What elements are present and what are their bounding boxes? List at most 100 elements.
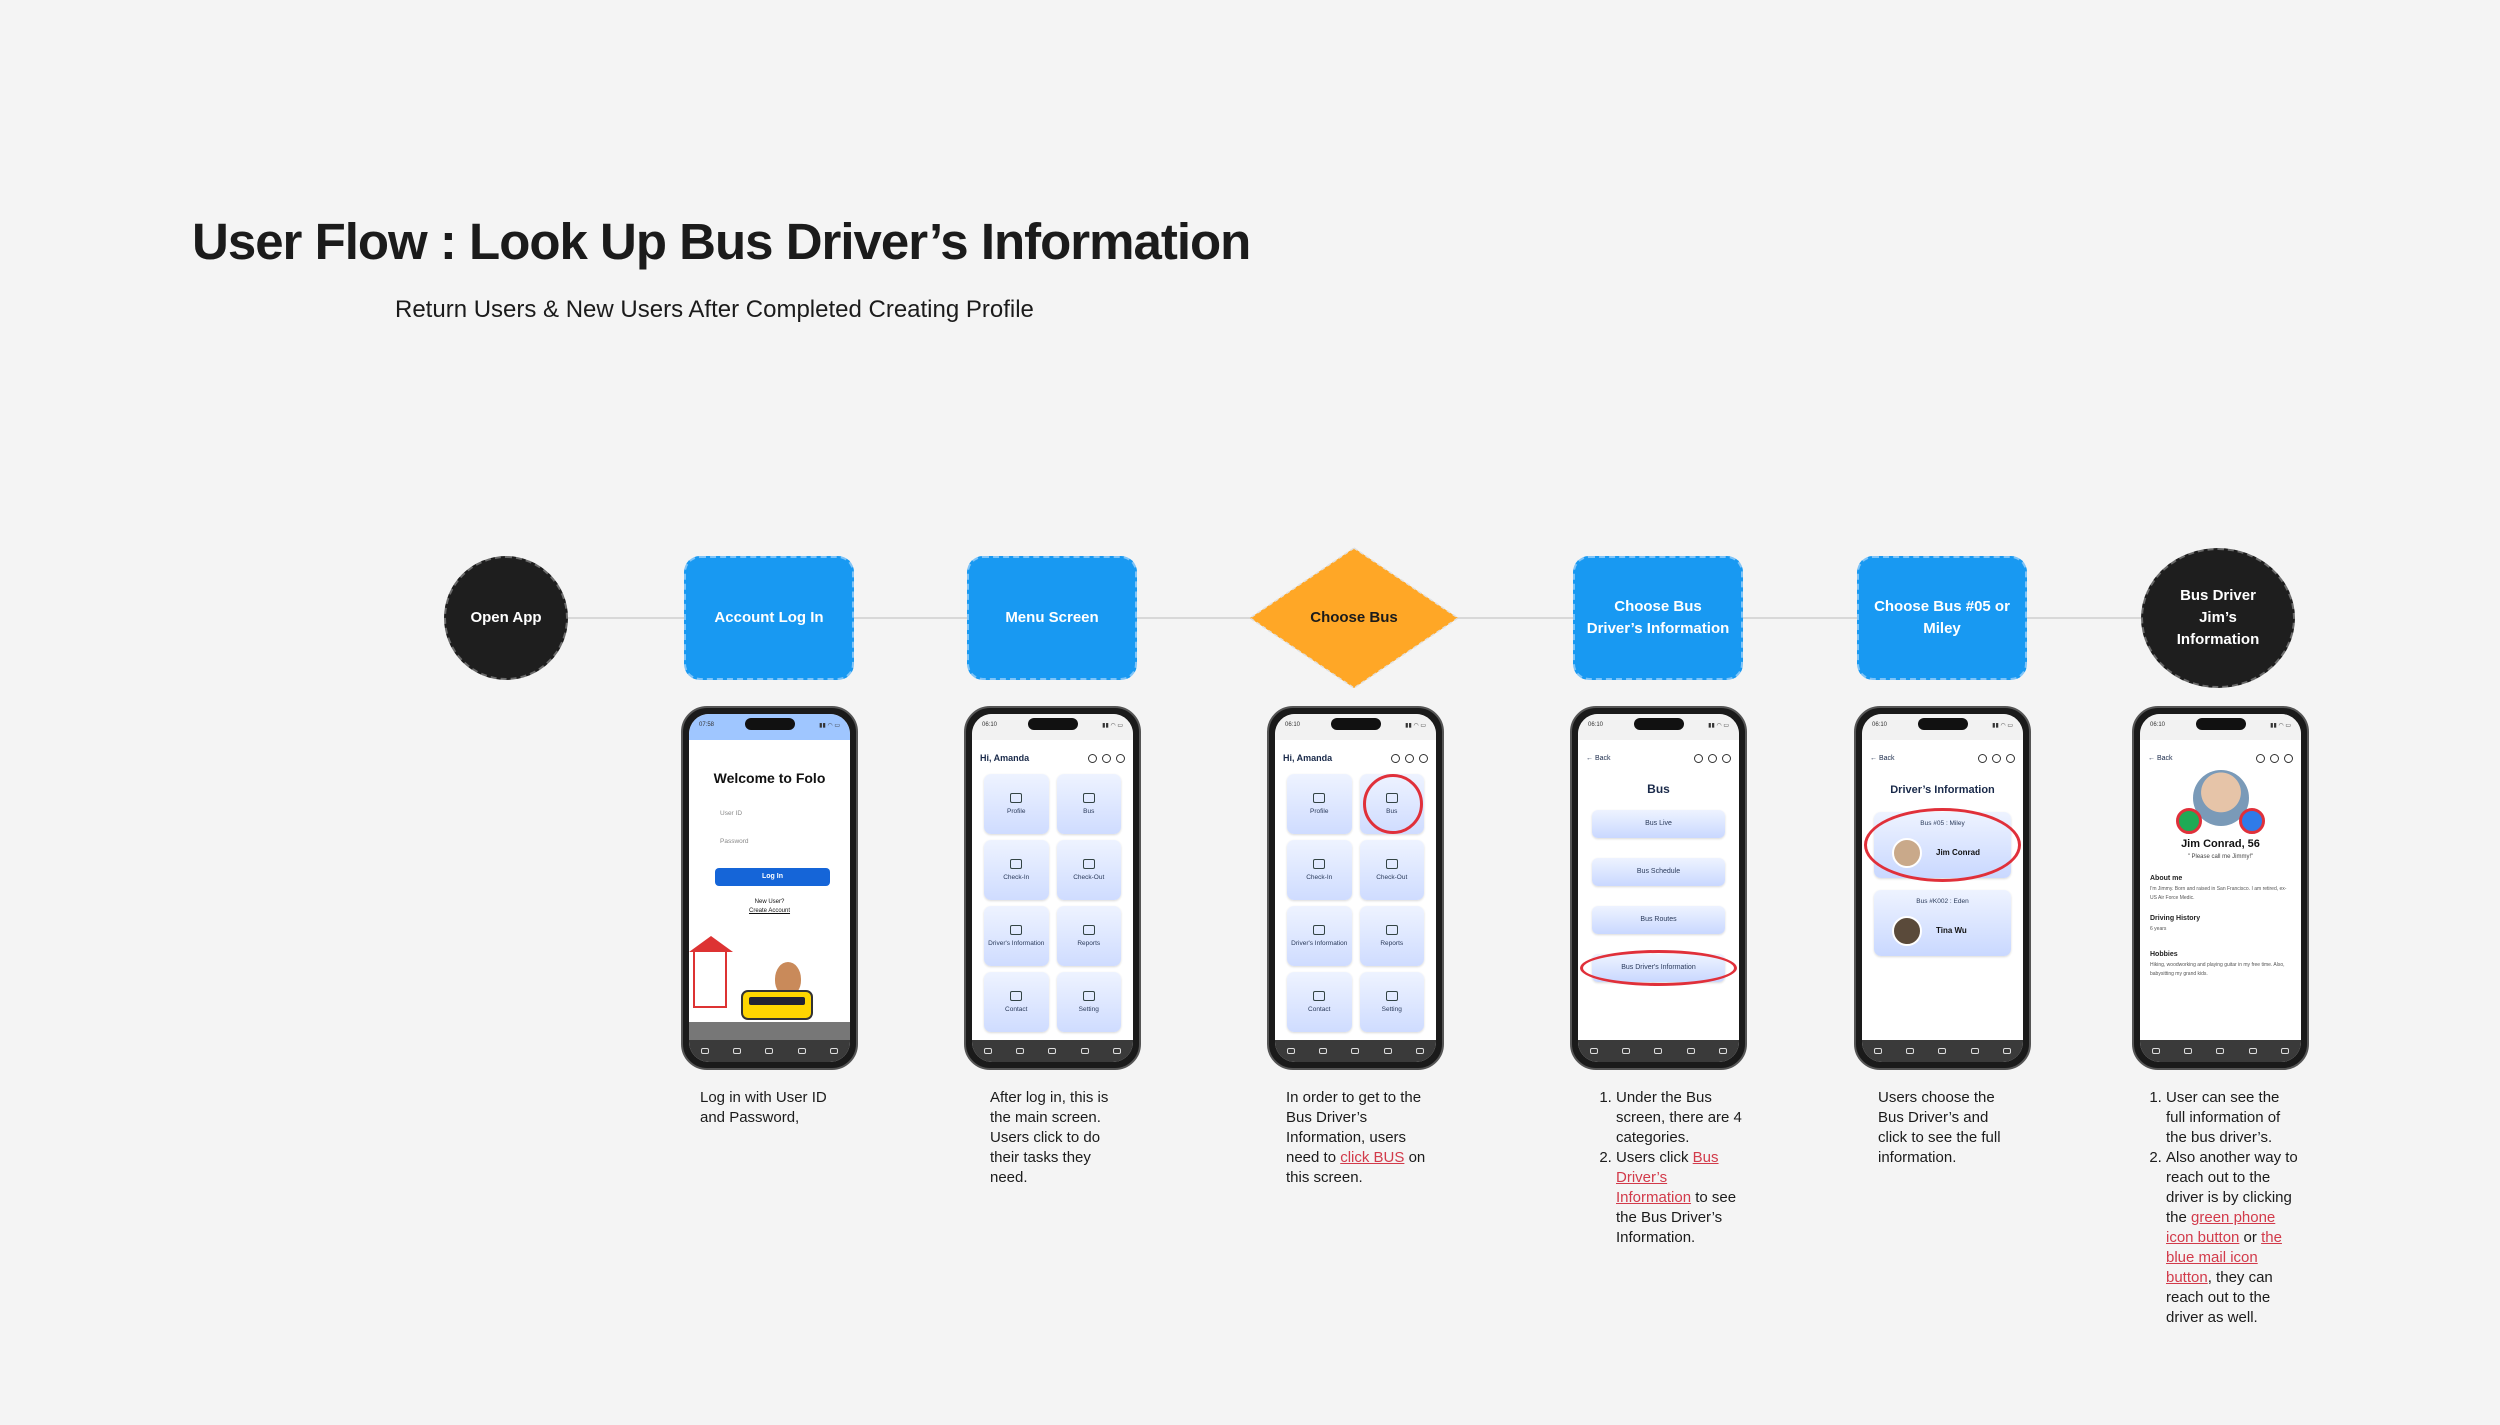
description-text: Users click [1616,1149,1693,1166]
schedule-tab-icon[interactable] [2002,1048,2011,1054]
user-icon[interactable] [1088,753,1097,763]
live-map-tab-icon[interactable] [1351,1048,1360,1054]
profile-tab-icon[interactable] [701,1048,710,1054]
bus-info-tab-icon[interactable] [1016,1048,1025,1054]
app-bar: Hi, Amanda [1283,750,1428,766]
driver-name: Jim Conrad, 56 [2181,838,2260,850]
signal-icon: ▮▮ ◠ ▭ [1102,723,1123,729]
schedule-tab-icon[interactable] [2280,1048,2289,1054]
tile-drivers-info[interactable]: Driver's Information [1287,906,1352,966]
green-phone-icon-button[interactable] [2176,808,2202,834]
shield-icon [1313,924,1326,935]
flow-node-label: Menu Screen [1005,609,1099,627]
tile-contact[interactable]: Contact [984,972,1049,1032]
tile-setting[interactable]: Setting [1359,972,1424,1032]
back-button[interactable]: ← Back [2148,754,2173,762]
bus-schedule-button[interactable]: Bus Schedule [1592,858,1725,886]
message-tab-icon[interactable] [1686,1048,1695,1054]
status-time: 07:58 [699,722,715,728]
tile-label: Check-In [1003,873,1030,881]
driver-card-tina[interactable]: Bus #K002 : Eden Tina Wu [1874,890,2011,956]
tile-label: Contact [1308,1005,1331,1013]
schedule-tab-icon[interactable] [829,1048,838,1054]
tile-contact[interactable]: Contact [1287,972,1352,1032]
settings-icon[interactable] [1116,753,1125,763]
user-icon[interactable] [1694,753,1703,763]
live-map-tab-icon[interactable] [1654,1048,1663,1054]
status-time: 06:10 [1285,722,1301,728]
tile-check-in[interactable]: Check-In [984,840,1049,900]
bus-info-tab-icon[interactable] [1622,1048,1631,1054]
live-map-tab-icon[interactable] [765,1048,774,1054]
tile-check-in[interactable]: Check-In [1287,840,1352,900]
flow-node-choose-bus: Choose Bus [1248,546,1460,690]
message-tab-icon[interactable] [2248,1048,2257,1054]
bell-icon[interactable] [2270,753,2279,763]
tile-reports[interactable]: Reports [1359,906,1424,966]
login-button[interactable]: Log In [715,868,830,886]
back-button[interactable]: ← Back [1586,754,1611,762]
profile-tab-icon[interactable] [1874,1048,1883,1054]
bus-info-tab-icon[interactable] [733,1048,742,1054]
tile-check-out[interactable]: Check-Out [1359,840,1424,900]
message-tab-icon[interactable] [1970,1048,1979,1054]
profile-tab-icon[interactable] [984,1048,993,1054]
profile-tab-icon[interactable] [2152,1048,2161,1054]
bus-live-button[interactable]: Bus Live [1592,810,1725,838]
bell-icon[interactable] [1992,753,2001,763]
profile-tab-icon[interactable] [1590,1048,1599,1054]
user-icon[interactable] [2256,753,2265,763]
phone-driver-profile-screen: 06:10▮▮ ◠ ▭ ← Back Jim Conrad, 56 " Plea… [2132,706,2309,1070]
new-user-block: New User? Create Account [689,898,850,916]
bus-routes-button[interactable]: Bus Routes [1592,906,1725,934]
clipboard-icon [1082,924,1095,935]
bus-info-tab-icon[interactable] [1906,1048,1915,1054]
settings-icon[interactable] [1722,753,1731,763]
status-time: 06:10 [1872,722,1888,728]
schedule-tab-icon[interactable] [1718,1048,1727,1054]
bus-info-tab-icon[interactable] [2184,1048,2193,1054]
description-text: User can see the full information of the… [2166,1089,2281,1146]
user-icon[interactable] [1391,753,1400,763]
tile-bus[interactable]: Bus [1359,774,1424,834]
message-tab-icon[interactable] [797,1048,806,1054]
schedule-tab-icon[interactable] [1112,1048,1121,1054]
live-map-tab-icon[interactable] [2216,1048,2225,1054]
tile-profile[interactable]: Profile [1287,774,1352,834]
bell-icon[interactable] [1708,753,1717,763]
create-account-link[interactable]: Create Account [748,908,791,914]
screen-heading: Driver’s Information [1890,784,1995,796]
live-map-tab-icon[interactable] [1938,1048,1947,1054]
description-profile: User can see the full information of the… [2142,1088,2298,1328]
profile-tab-icon[interactable] [1287,1048,1296,1054]
settings-icon[interactable] [1419,753,1428,763]
description-text: In order to get to the Bus Driver’s Info… [1286,1089,1422,1166]
settings-icon[interactable] [2284,753,2293,763]
back-button[interactable]: ← Back [1870,754,1895,762]
blue-mail-icon-button[interactable] [2239,808,2265,834]
phone-choose-bus-screen: 06:10▮▮ ◠ ▭ Hi, Amanda Profile Bus Check… [1267,706,1444,1070]
message-tab-icon[interactable] [1080,1048,1089,1054]
tile-reports[interactable]: Reports [1056,906,1121,966]
schedule-tab-icon[interactable] [1415,1048,1424,1054]
description-login: Log in with User ID and Password, [700,1088,840,1128]
tile-setting[interactable]: Setting [1056,972,1121,1032]
message-tab-icon[interactable] [1383,1048,1392,1054]
bell-icon[interactable] [1102,753,1111,763]
phone-login-screen: 07:58▮▮ ◠ ▭ Welcome to Folo User ID Pass… [681,706,858,1070]
bell-icon[interactable] [1405,753,1414,763]
tile-check-out[interactable]: Check-Out [1056,840,1121,900]
password-field[interactable]: Password [715,834,830,850]
menu-grid: Profile Bus Check-In Check-Out Driver's … [1287,774,1424,1032]
tile-bus[interactable]: Bus [1056,774,1121,834]
tile-drivers-info[interactable]: Driver's Information [984,906,1049,966]
bus-info-tab-icon[interactable] [1319,1048,1328,1054]
tile-profile[interactable]: Profile [984,774,1049,834]
settings-icon[interactable] [2006,753,2015,763]
section-title: Driving History [2150,915,2201,922]
user-icon[interactable] [1978,753,1987,763]
section-title: About me [2150,875,2183,882]
user-id-field[interactable]: User ID [715,806,830,822]
live-map-tab-icon[interactable] [1048,1048,1057,1054]
